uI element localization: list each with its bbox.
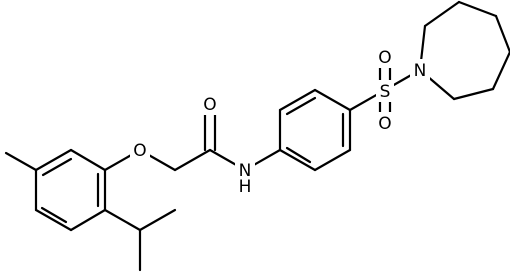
- bond-azepane: [494, 14, 510, 54]
- bond-ring1-double: [40, 206, 68, 224]
- bond-isopropyl: [103, 208, 142, 232]
- bond-ring2-double: [285, 96, 317, 116]
- bond-ring2-double: [285, 146, 312, 164]
- bond-methyl: [4, 151, 38, 172]
- bond-ring1: [34, 148, 73, 172]
- bond-ring2: [278, 88, 317, 112]
- bond-ring2: [278, 148, 317, 172]
- sulfonyl-oxygen-bottom-label: O: [378, 114, 391, 134]
- bond-azepane: [452, 87, 495, 101]
- azepane-nitrogen-label: N: [414, 61, 427, 81]
- bond-ring1: [69, 208, 107, 232]
- bond-isopropyl: [138, 208, 177, 232]
- bond-ring1-double: [41, 157, 73, 177]
- amide-nitrogen-label: N: [239, 161, 252, 181]
- amide-hydrogen-label: H: [239, 177, 252, 197]
- bond-azepane: [457, 0, 498, 18]
- sulfur-label: S: [380, 82, 391, 102]
- bond-azepane: [491, 50, 510, 91]
- bond-ring2: [313, 88, 352, 112]
- ether-oxygen-label: O: [133, 141, 146, 161]
- bonds: [4, 0, 510, 272]
- bond-ring1: [34, 208, 73, 232]
- bond-ch2-carbonyl: [173, 148, 212, 172]
- bond-ring2: [313, 148, 352, 172]
- bond-azepane: [423, 0, 461, 28]
- carbonyl-oxygen-label: O: [203, 95, 216, 115]
- atom-labels: O O N H S O O N: [130, 46, 430, 197]
- sulfonyl-oxygen-top-label: O: [378, 48, 391, 68]
- bond-ring1: [69, 148, 107, 172]
